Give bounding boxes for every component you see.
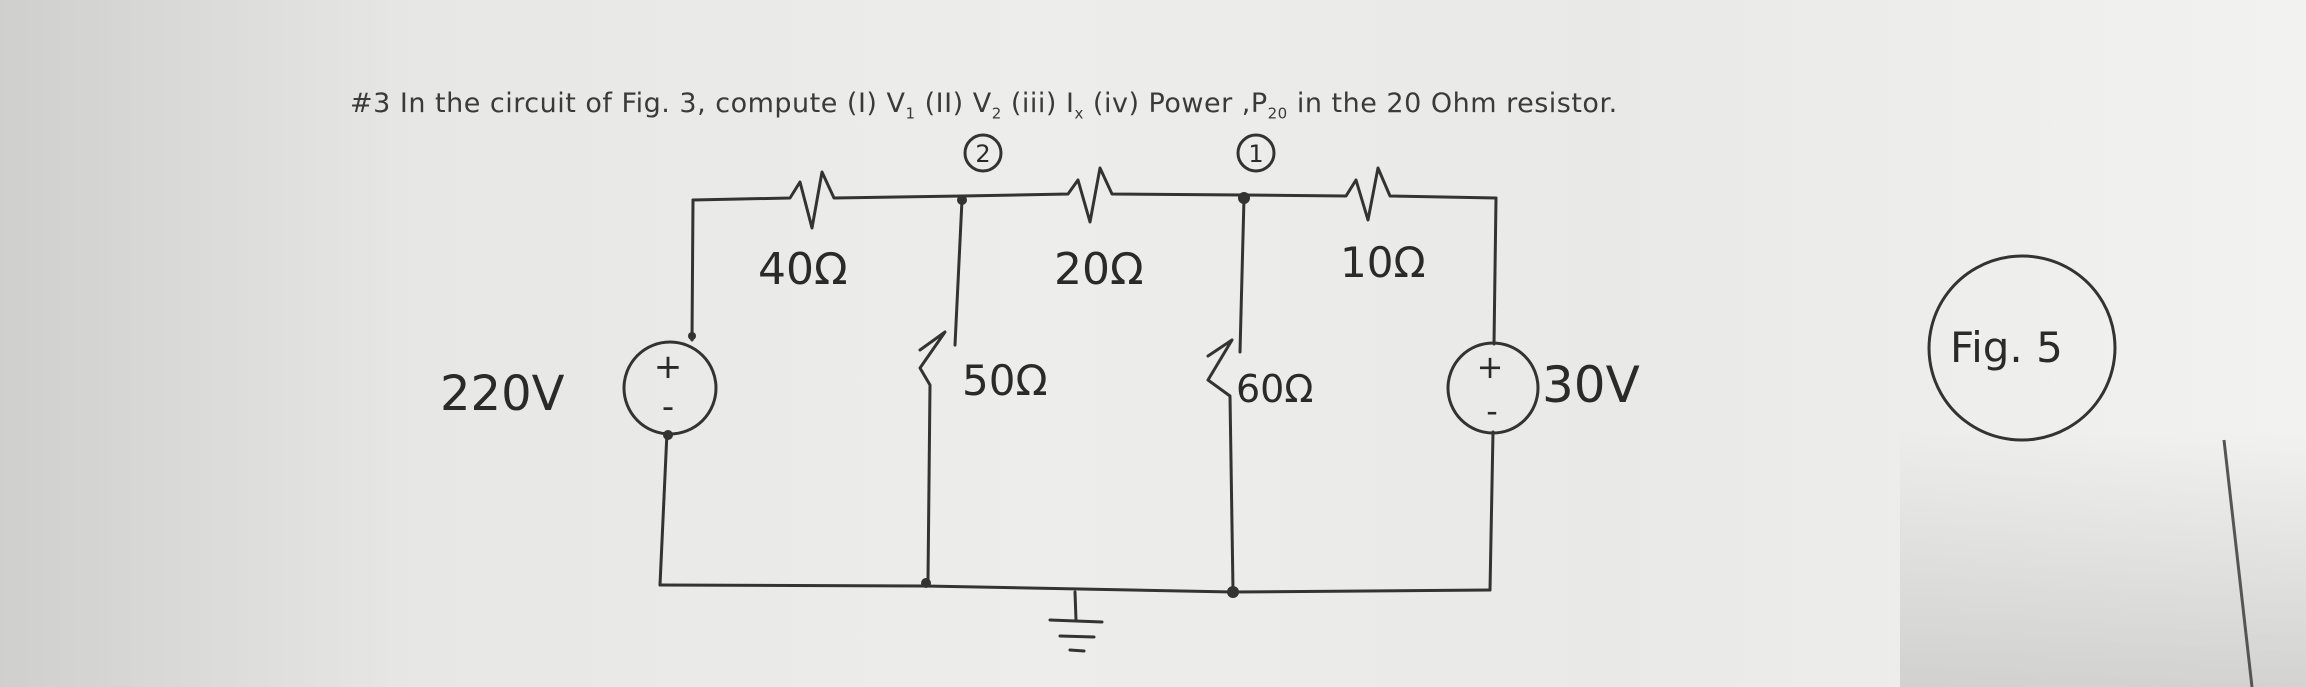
resistor-60-label: 60Ω (1236, 367, 1313, 411)
node-1-label: 1 (1248, 140, 1263, 168)
junction-node-1 (1238, 192, 1250, 204)
source-30v-minus: - (1486, 392, 1498, 430)
page-edge-line (2222, 439, 2254, 687)
junction-220v-top (688, 332, 696, 340)
bottom-wire (658, 583, 1492, 594)
left-wire-top (690, 198, 695, 342)
source-30v-plus: + (1477, 348, 1504, 386)
resistor-50-label: 50Ω (962, 356, 1048, 405)
branch-50-wire (918, 198, 964, 582)
source-220v-minus: - (662, 387, 674, 427)
ground-symbol (1048, 618, 1104, 653)
right-wire-bottom (1488, 430, 1495, 592)
source-30v-label: 30V (1542, 356, 1640, 414)
right-wire-top (1492, 196, 1498, 346)
figure-tag-ellipse (1927, 254, 2117, 442)
resistor-40-label: 40Ω (758, 244, 848, 295)
resistor-20-label: 20Ω (1054, 244, 1144, 295)
resistor-10-label: 10Ω (1340, 238, 1426, 287)
junction-node-2 (957, 195, 967, 205)
node-2-label: 2 (975, 140, 990, 168)
junction-bottom-50 (921, 578, 931, 588)
left-wire-bottom (658, 430, 669, 587)
ground-wire (1073, 590, 1078, 622)
figure-tag-label: Fig. 5 (1950, 323, 2063, 372)
top-wire-left (691, 170, 964, 230)
top-wire-mid (960, 166, 1246, 224)
top-wire-right (1242, 166, 1498, 222)
node-2-circle (963, 133, 1003, 173)
source-220v-label: 220V (440, 366, 565, 422)
source-220v-plus: + (654, 347, 683, 387)
junction-220v-bottom (663, 430, 673, 440)
node-1-circle (1236, 133, 1276, 173)
branch-60-wire (1206, 196, 1246, 592)
problem-statement: #3 In the circuit of Fig. 3, compute (I)… (350, 88, 1618, 123)
source-30v-circle (1446, 341, 1540, 435)
junction-bottom-60 (1227, 586, 1239, 598)
